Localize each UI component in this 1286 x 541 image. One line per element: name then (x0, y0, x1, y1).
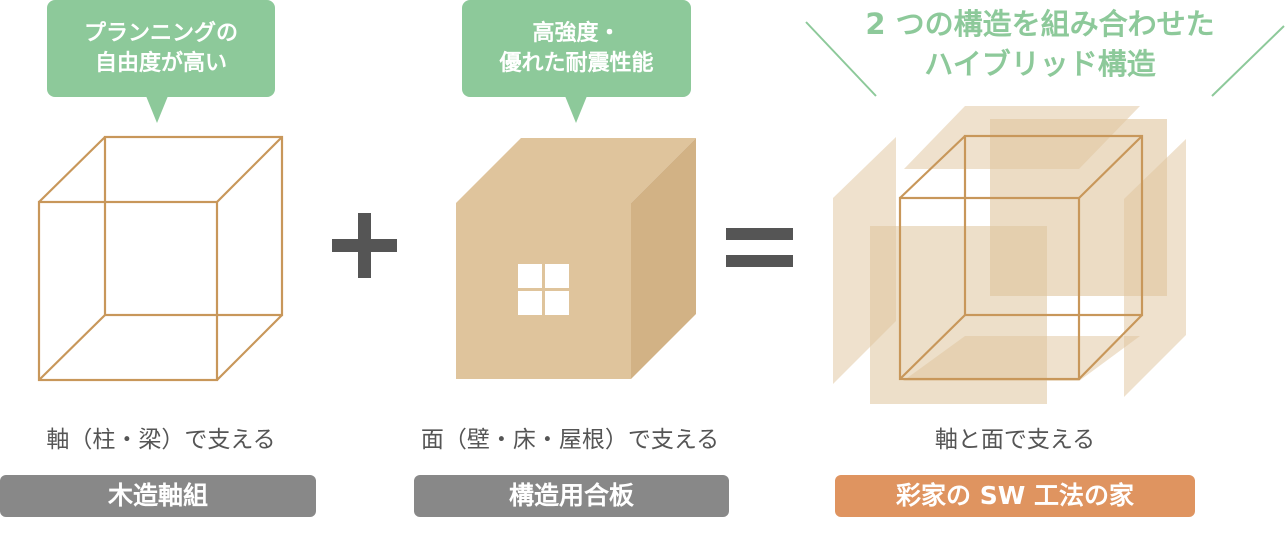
headline-line: 2 つの構造を組み合わせた (865, 7, 1215, 41)
frame-edges (898, 134, 1144, 381)
speech-bubble-strength: 高強度・ 優れた耐震性能 (462, 0, 691, 123)
wireframe-cube-icon (37, 135, 284, 382)
bubble-line: 優れた耐震性能 (499, 50, 654, 76)
label-timber-frame: 木造軸組 (0, 475, 316, 517)
bubble-line: 高強度・ (532, 20, 621, 46)
headline-line: ハイブリッド構造 (924, 47, 1156, 81)
label-sw-method-house: 彩家の SW 工法の家 (835, 475, 1195, 517)
speech-bubble-planning: プランニングの 自由度が高い (47, 0, 275, 123)
bubble-tail (565, 96, 587, 123)
hybrid-headline: 2 つの構造を組み合わせた ハイブリッド構造 (860, 4, 1220, 84)
hybrid-cube-icon (833, 106, 1186, 404)
solid-cube-icon (456, 138, 696, 379)
bubble-tail (146, 96, 168, 123)
panel-right (1124, 139, 1186, 397)
label-structural-plywood: 構造用合板 (414, 475, 729, 517)
headline-accent-line-right (1211, 25, 1285, 97)
window-icon (518, 264, 569, 315)
headline-accent-line-left (805, 21, 877, 97)
caption-hybrid: 軸と面で支える (934, 427, 1096, 453)
bubble-line: プランニングの (83, 20, 238, 46)
plus-icon (332, 213, 397, 278)
caption-surface: 面（壁・床・屋根）で支える (420, 427, 720, 453)
bubble-line: 自由度が高い (94, 50, 227, 76)
equals-icon (726, 228, 793, 267)
caption-axis: 軸（柱・梁）で支える (46, 427, 276, 453)
